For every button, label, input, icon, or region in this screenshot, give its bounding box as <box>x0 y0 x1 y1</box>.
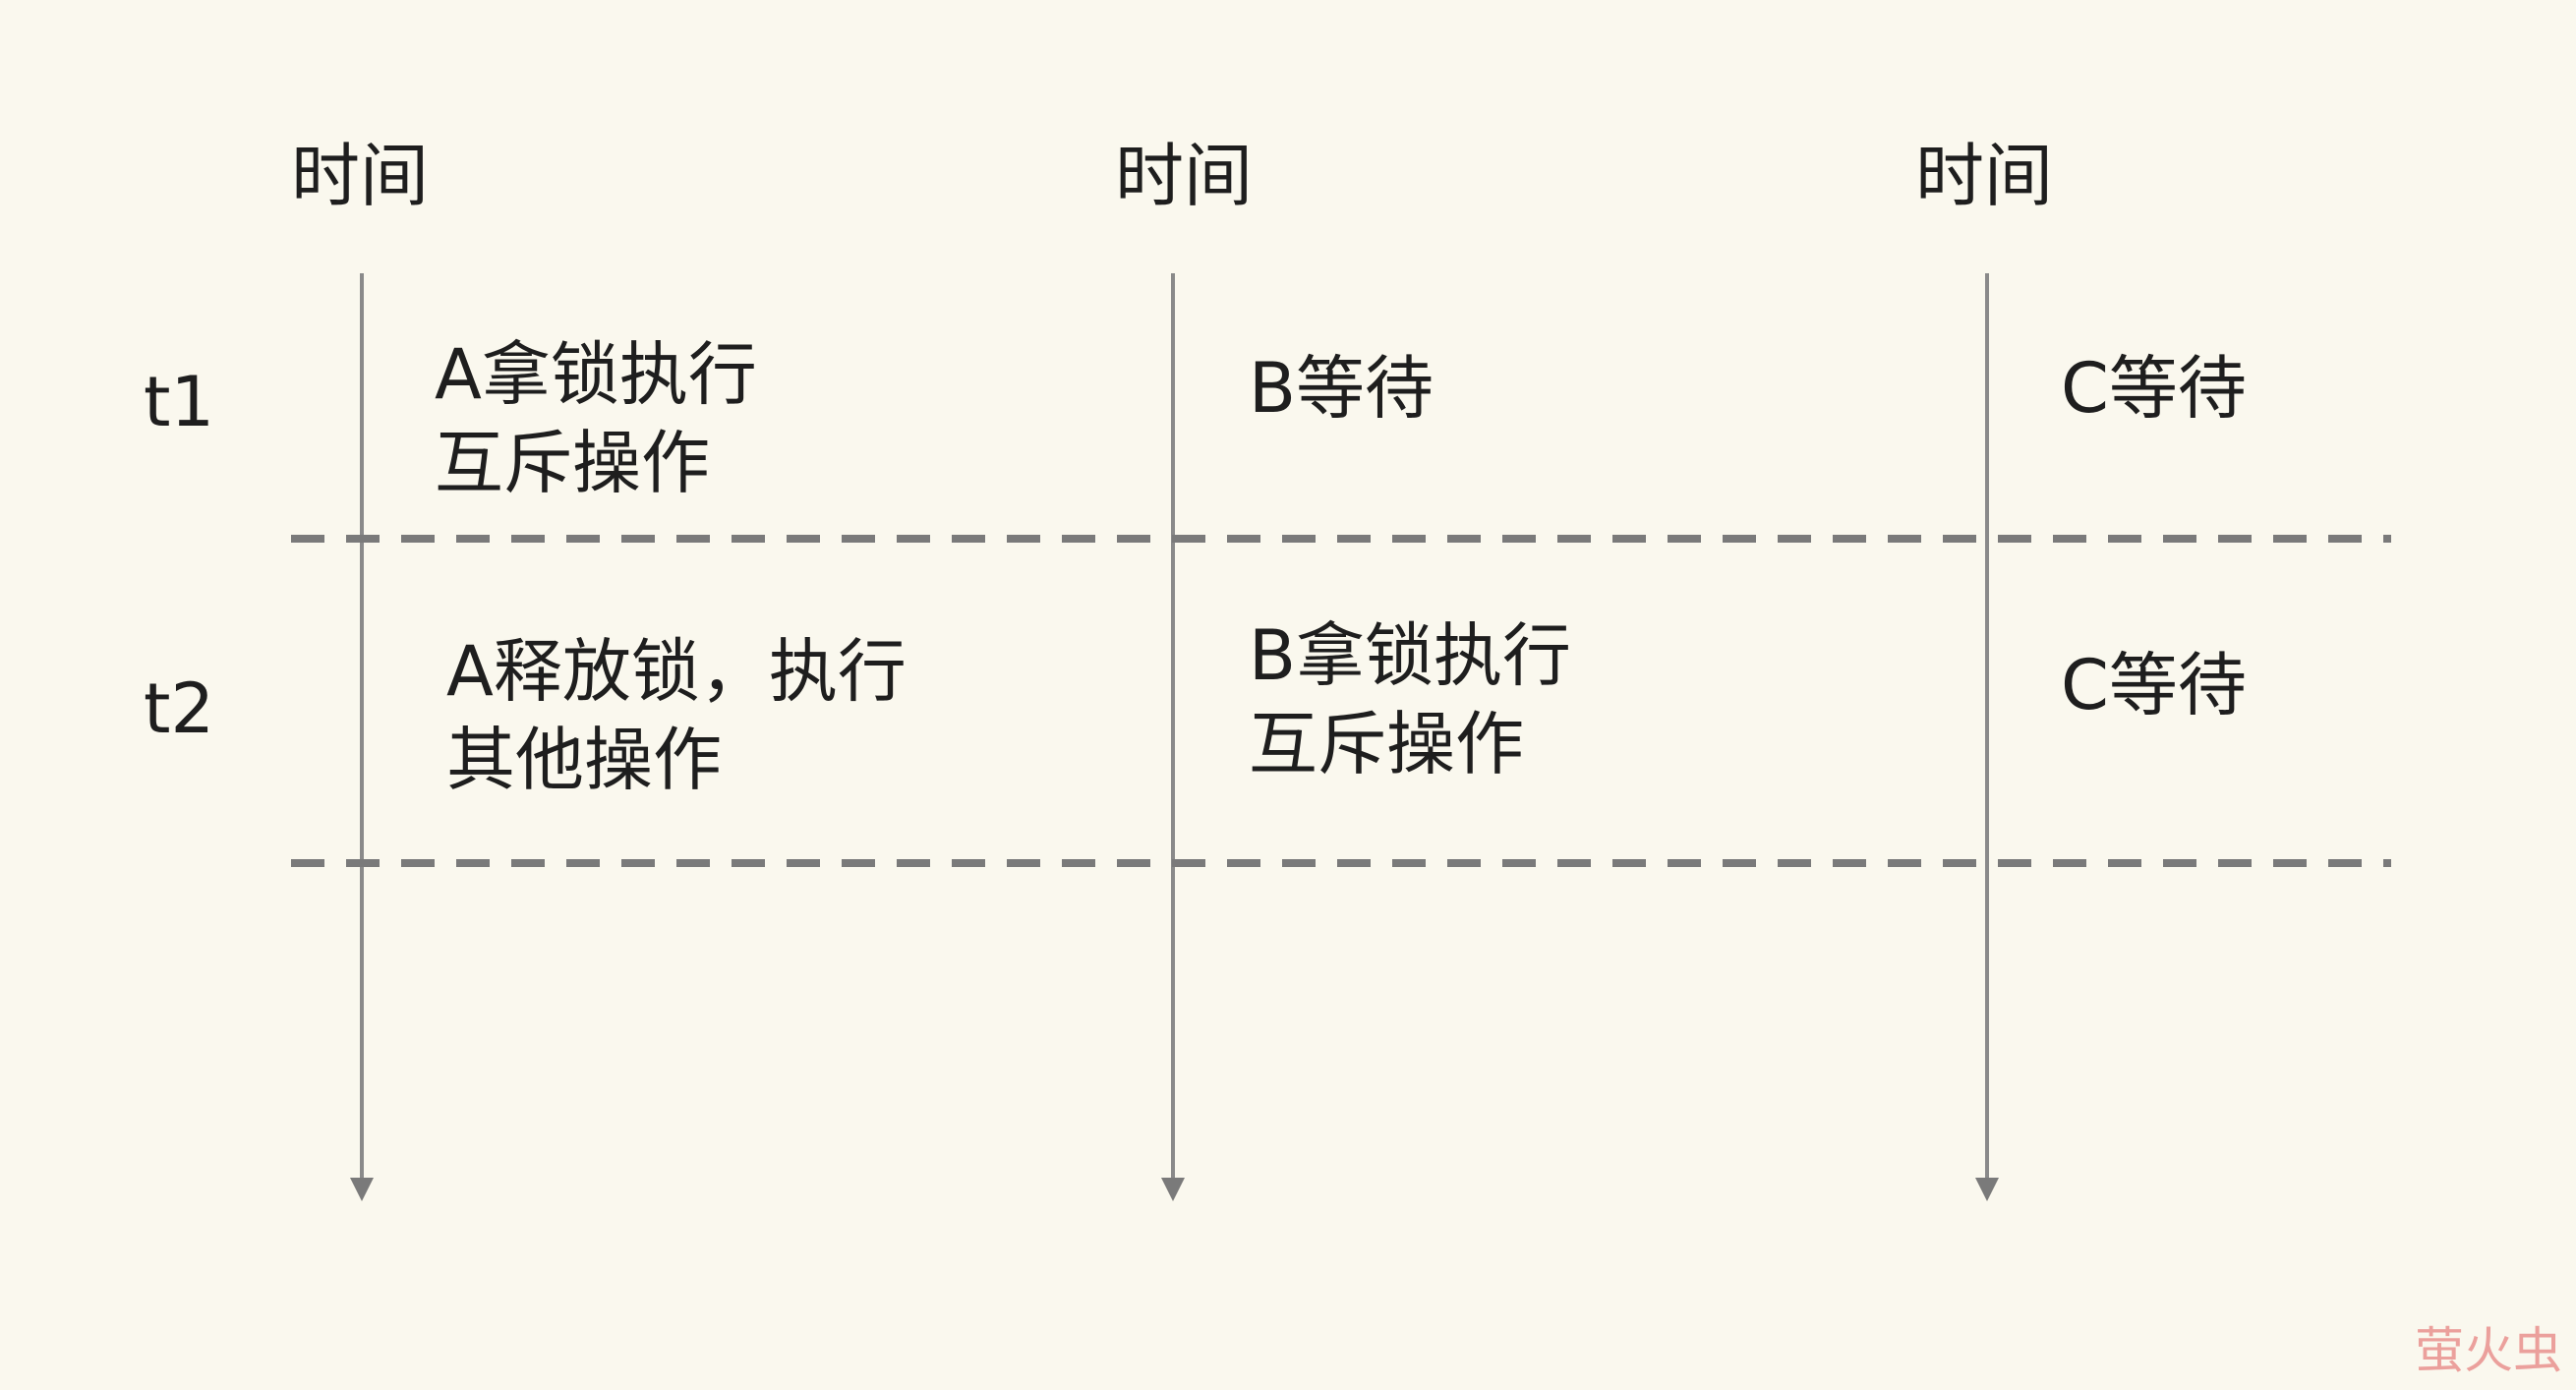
timeline-3-arrowhead <box>1975 1178 1999 1201</box>
cell-t2-c-line-1: C等待 <box>2061 645 2247 725</box>
cell-t2-c: C等待 <box>2061 641 2247 729</box>
timeline-1-arrowhead <box>350 1178 374 1201</box>
timeline-2-arrowhead <box>1161 1178 1185 1201</box>
cell-t1-c-line-1: C等待 <box>2061 348 2247 429</box>
cell-t1-a: A拿锁执行 互斥操作 <box>435 330 757 507</box>
cell-t2-a-line-1: A释放锁，执行 <box>446 631 907 712</box>
cell-t1-b: B等待 <box>1249 344 1434 433</box>
cell-t2-a-line-2: 其他操作 <box>446 720 722 800</box>
cell-t2-b-line-1: B拿锁执行 <box>1249 615 1572 696</box>
cell-t2-b: B拿锁执行 互斥操作 <box>1249 611 1571 788</box>
column-header-3: 时间 <box>1915 136 2053 216</box>
cell-t1-b-line-1: B等待 <box>1249 348 1434 429</box>
watermark: 萤火虫 <box>2415 1322 2562 1379</box>
cell-t1-c: C等待 <box>2061 344 2247 433</box>
cell-t1-a-line-1: A拿锁执行 <box>435 334 757 415</box>
cell-t1-a-line-2: 互斥操作 <box>435 423 710 503</box>
column-header-1: 时间 <box>291 136 429 216</box>
column-header-2: 时间 <box>1115 136 1253 216</box>
cell-t2-b-line-2: 互斥操作 <box>1249 704 1524 784</box>
cell-t2-a: A释放锁，执行 其他操作 <box>446 627 907 804</box>
row-label-t1: t1 <box>144 362 214 442</box>
row-label-t2: t2 <box>144 668 214 749</box>
